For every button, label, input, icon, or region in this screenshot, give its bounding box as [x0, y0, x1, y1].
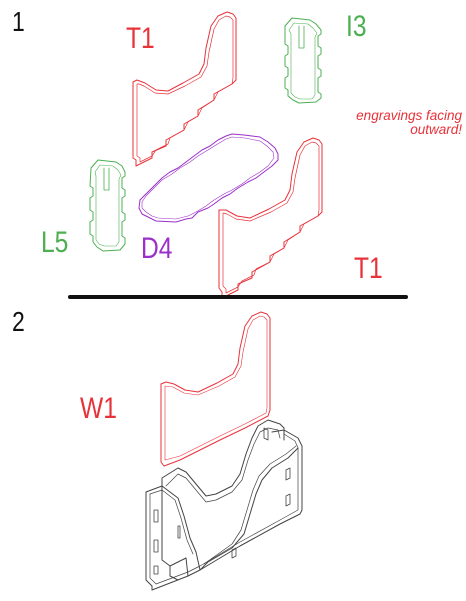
part-label-w1: W1 [80, 392, 117, 425]
w1-part [160, 311, 271, 467]
part-label-i3: I3 [346, 10, 367, 43]
t1-top-part [132, 11, 237, 167]
step-1-number: 1 [12, 6, 25, 37]
part-label-t1-top: T1 [126, 22, 155, 55]
engraving-note: engravings facing outward! [322, 109, 462, 136]
assembled-box [145, 419, 303, 591]
d4-part [138, 133, 279, 223]
step-2-number: 2 [12, 306, 25, 337]
part-label-t1-bottom: T1 [354, 252, 383, 285]
part-label-d4: D4 [141, 232, 173, 265]
engraving-note-line-2: outward! [410, 121, 462, 137]
t1-bottom-part [218, 137, 323, 299]
part-label-l5: L5 [41, 226, 69, 259]
engraving-note-line-1: engravings facing [356, 108, 462, 123]
l5-part [89, 159, 126, 252]
i3-part [284, 17, 322, 104]
